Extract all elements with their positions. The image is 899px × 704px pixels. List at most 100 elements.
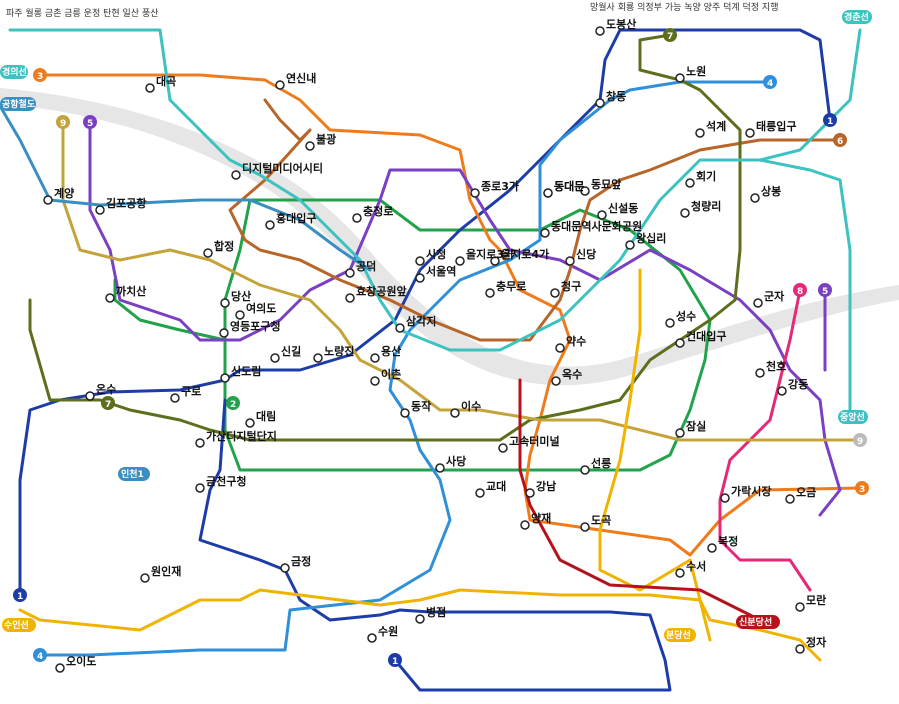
transfer-station-marker[interactable] [245, 418, 255, 428]
transfer-station-marker[interactable] [95, 205, 105, 215]
transfer-station-marker[interactable] [435, 463, 445, 473]
transfer-station-marker[interactable] [195, 438, 205, 448]
transfer-station-label[interactable]: 가락시장 [731, 484, 771, 498]
transfer-station-label[interactable]: 여의도 [246, 301, 276, 315]
transfer-station-label[interactable]: 까치산 [116, 284, 146, 298]
transfer-station-marker[interactable] [753, 298, 763, 308]
transfer-station-label[interactable]: 상봉 [761, 184, 781, 198]
badge-shinbundang[interactable]: 신분당선 [736, 615, 780, 629]
transfer-station-marker[interactable] [665, 318, 675, 328]
transfer-station-marker[interactable] [203, 248, 213, 258]
transfer-station-marker[interactable] [695, 128, 705, 138]
transfer-station-marker[interactable] [219, 328, 229, 338]
badge-incheon1[interactable]: 인천1 [118, 467, 150, 481]
roundel-line6[interactable]: 6 [833, 133, 847, 147]
transfer-station-label[interactable]: 신설동 [608, 201, 638, 215]
transfer-station-label[interactable]: 영등포구청 [230, 319, 281, 333]
transfer-station-marker[interactable] [777, 386, 787, 396]
transfer-station-marker[interactable] [597, 210, 607, 220]
transfer-station-marker[interactable] [415, 256, 425, 266]
transfer-station-marker[interactable] [367, 633, 377, 643]
transfer-station-label[interactable]: 왕십리 [636, 231, 666, 245]
transfer-station-label[interactable]: 동작 [411, 399, 431, 413]
transfer-station-label[interactable]: 병점 [426, 605, 446, 619]
transfer-station-label[interactable]: 불광 [316, 133, 336, 146]
transfer-station-label[interactable]: 서울역 [426, 264, 456, 278]
transfer-station-marker[interactable] [313, 353, 323, 363]
transfer-station-marker[interactable] [231, 170, 241, 180]
transfer-station-marker[interactable] [685, 178, 695, 188]
transfer-station-marker[interactable] [485, 288, 495, 298]
transfer-station-marker[interactable] [525, 488, 535, 498]
transfer-station-label[interactable]: 선릉 [591, 456, 611, 470]
transfer-station-label[interactable]: 노량진 [324, 344, 354, 358]
transfer-station-label[interactable]: 회기 [696, 169, 716, 183]
transfer-station-marker[interactable] [280, 563, 290, 573]
transfer-station-label[interactable]: 건대입구 [686, 329, 726, 343]
transfer-station-marker[interactable] [55, 663, 65, 673]
badge-jungang[interactable]: 중앙선 [838, 410, 868, 424]
transfer-station-label[interactable]: 이촌 [381, 367, 401, 381]
transfer-station-marker[interactable] [625, 240, 635, 250]
transfer-station-marker[interactable] [105, 293, 115, 303]
roundel-line2[interactable]: 2 [226, 396, 240, 410]
transfer-station-marker[interactable] [755, 368, 765, 378]
transfer-station-marker[interactable] [220, 298, 230, 308]
transfer-station-marker[interactable] [551, 376, 561, 386]
badge-bundang[interactable]: 분당선 [664, 628, 696, 642]
transfer-station-label[interactable]: 삼각지 [406, 314, 436, 328]
transfer-station-label[interactable]: 합정 [214, 239, 234, 253]
badge-airport[interactable]: 공항철도 [0, 97, 36, 111]
transfer-station-marker[interactable] [580, 522, 590, 532]
transfer-station-label[interactable]: 동대문 [554, 179, 584, 193]
transfer-station-marker[interactable] [550, 288, 560, 298]
transfer-station-marker[interactable] [680, 208, 690, 218]
transfer-station-marker[interactable] [395, 323, 405, 333]
transfer-station-label[interactable]: 오금 [796, 486, 816, 499]
transfer-station-marker[interactable] [750, 193, 760, 203]
transfer-station-label[interactable]: 옥수 [562, 368, 582, 381]
badge-suin-left[interactable]: 수인선 [2, 618, 36, 632]
transfer-station-marker[interactable] [720, 493, 730, 503]
transfer-station-label[interactable]: 노원 [686, 64, 706, 78]
transfer-station-marker[interactable] [580, 465, 590, 475]
transfer-station-marker[interactable] [455, 256, 465, 266]
transfer-station-marker[interactable] [707, 543, 717, 553]
roundel-line4-left[interactable]: 4 [33, 648, 47, 662]
transfer-station-marker[interactable] [795, 602, 805, 612]
transfer-station-label[interactable]: 양재 [531, 511, 551, 525]
transfer-station-label[interactable]: 당산 [231, 289, 251, 303]
transfer-station-label[interactable]: 도봉산 [606, 17, 636, 31]
transfer-station-marker[interactable] [580, 186, 590, 196]
transfer-station-marker[interactable] [145, 83, 155, 93]
transfer-station-marker[interactable] [450, 408, 460, 418]
transfer-station-label[interactable]: 충무로 [496, 279, 526, 293]
transfer-station-marker[interactable] [415, 614, 425, 624]
transfer-station-marker[interactable] [85, 391, 95, 401]
roundel-line9-left[interactable]: 9 [56, 115, 70, 129]
transfer-station-marker[interactable] [675, 568, 685, 578]
transfer-station-label[interactable]: 온수 [96, 383, 116, 396]
transfer-station-label[interactable]: 청량리 [691, 199, 721, 213]
transfer-station-label[interactable]: 석계 [706, 119, 726, 133]
roundel-line1-left[interactable]: 1 [13, 588, 27, 602]
transfer-station-marker[interactable] [140, 573, 150, 583]
transfer-station-label[interactable]: 동묘앞 [591, 178, 621, 191]
transfer-station-label[interactable]: 청구 [561, 279, 581, 293]
transfer-station-label[interactable]: 강남 [536, 479, 556, 493]
transfer-station-marker[interactable] [595, 98, 605, 108]
transfer-station-label[interactable]: 김포공항 [106, 196, 146, 210]
transfer-station-label[interactable]: 모란 [806, 593, 826, 607]
transfer-station-label[interactable]: 신도림 [231, 364, 261, 378]
transfer-station-label[interactable]: 수원 [378, 624, 398, 638]
roundel-line7-left[interactable]: 7 [101, 396, 115, 410]
transfer-station-marker[interactable] [43, 195, 53, 205]
transfer-station-label[interactable]: 종로3가 [481, 179, 519, 193]
transfer-station-marker[interactable] [345, 293, 355, 303]
transfer-station-label[interactable]: 대곡 [156, 74, 176, 88]
transfer-station-marker[interactable] [345, 268, 355, 278]
transfer-station-marker[interactable] [275, 80, 285, 90]
transfer-station-label[interactable]: 구로 [181, 385, 201, 398]
transfer-station-marker[interactable] [520, 520, 530, 530]
transfer-station-label[interactable]: 도곡 [591, 514, 611, 527]
